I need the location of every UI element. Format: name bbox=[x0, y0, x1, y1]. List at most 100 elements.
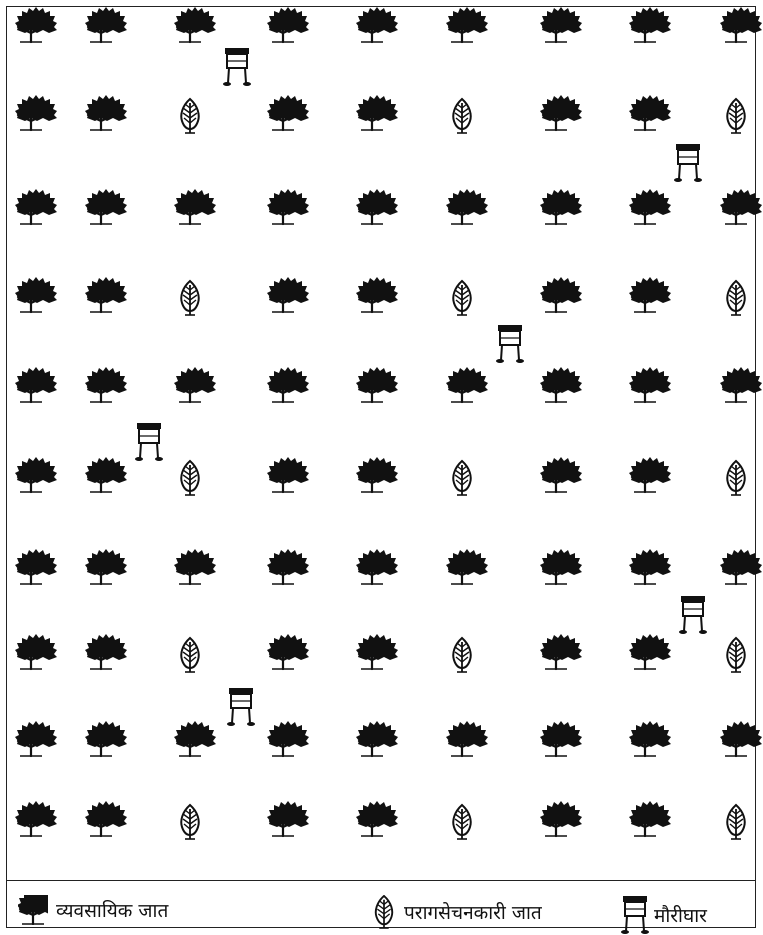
pollinator-tree bbox=[727, 281, 744, 315]
legend-commercial-label: व्यवसायिक जात bbox=[56, 897, 168, 923]
beehive bbox=[674, 144, 702, 182]
commercial-tree bbox=[540, 457, 582, 492]
pollinator-tree bbox=[727, 461, 744, 495]
legend-beehive-label: मौरीघार bbox=[654, 902, 707, 928]
commercial-tree bbox=[174, 367, 216, 402]
commercial-tree bbox=[356, 367, 398, 402]
commercial-tree bbox=[15, 457, 57, 492]
legend: व्यवसायिक जात परागसेचनकारी जात मौरीघार bbox=[0, 885, 763, 933]
pollinator-tree bbox=[453, 638, 470, 672]
commercial-tree bbox=[356, 721, 398, 756]
commercial-tree bbox=[85, 7, 127, 42]
legend-pollinator-variety: परागसेचनकारी जात bbox=[372, 895, 542, 929]
commercial-tree bbox=[267, 457, 309, 492]
beehive bbox=[679, 596, 707, 634]
beehive bbox=[227, 688, 255, 726]
leaf-tree-icon bbox=[372, 895, 396, 929]
beehive-box-icon bbox=[620, 895, 650, 935]
commercial-tree bbox=[356, 277, 398, 312]
commercial-tree bbox=[540, 95, 582, 130]
pollinator-tree bbox=[453, 281, 470, 315]
commercial-tree bbox=[446, 721, 488, 756]
commercial-tree bbox=[629, 634, 671, 669]
commercial-tree bbox=[540, 549, 582, 584]
pollinator-tree bbox=[453, 805, 470, 839]
commercial-tree bbox=[15, 7, 57, 42]
commercial-tree bbox=[446, 189, 488, 224]
commercial-tree bbox=[629, 95, 671, 130]
commercial-tree bbox=[356, 7, 398, 42]
commercial-tree bbox=[629, 367, 671, 402]
commercial-tree bbox=[267, 7, 309, 42]
commercial-tree bbox=[356, 95, 398, 130]
commercial-tree bbox=[267, 634, 309, 669]
commercial-tree bbox=[85, 801, 127, 836]
commercial-tree bbox=[446, 7, 488, 42]
commercial-tree bbox=[540, 7, 582, 42]
commercial-tree bbox=[85, 277, 127, 312]
commercial-tree bbox=[267, 721, 309, 756]
commercial-tree bbox=[267, 277, 309, 312]
commercial-tree bbox=[720, 189, 762, 224]
commercial-tree bbox=[15, 95, 57, 130]
commercial-tree bbox=[15, 189, 57, 224]
beehive bbox=[135, 423, 163, 461]
commercial-tree bbox=[540, 721, 582, 756]
commercial-tree bbox=[267, 801, 309, 836]
commercial-tree bbox=[629, 189, 671, 224]
pollinator-tree bbox=[453, 461, 470, 495]
pollinator-tree bbox=[181, 281, 198, 315]
commercial-tree bbox=[629, 277, 671, 312]
beehive bbox=[223, 48, 251, 86]
commercial-tree bbox=[174, 189, 216, 224]
commercial-tree bbox=[85, 189, 127, 224]
commercial-tree bbox=[15, 549, 57, 584]
pollinator-tree bbox=[181, 638, 198, 672]
commercial-tree bbox=[356, 634, 398, 669]
legend-divider bbox=[6, 880, 756, 881]
commercial-tree bbox=[267, 95, 309, 130]
commercial-tree bbox=[540, 277, 582, 312]
commercial-tree bbox=[629, 721, 671, 756]
commercial-tree bbox=[629, 7, 671, 42]
commercial-tree bbox=[629, 457, 671, 492]
commercial-tree bbox=[629, 549, 671, 584]
commercial-tree bbox=[720, 549, 762, 584]
commercial-tree bbox=[85, 367, 127, 402]
commercial-tree bbox=[15, 634, 57, 669]
beehive bbox=[496, 325, 524, 363]
commercial-tree bbox=[720, 7, 762, 42]
commercial-tree bbox=[540, 367, 582, 402]
commercial-tree bbox=[720, 367, 762, 402]
commercial-tree bbox=[540, 634, 582, 669]
pollinator-tree bbox=[181, 461, 198, 495]
commercial-tree bbox=[174, 7, 216, 42]
pollinator-tree bbox=[727, 805, 744, 839]
legend-beehive: मौरीघार bbox=[620, 895, 707, 935]
pollinator-tree bbox=[181, 805, 198, 839]
commercial-tree bbox=[356, 189, 398, 224]
pollinator-tree bbox=[181, 99, 198, 133]
commercial-tree bbox=[85, 634, 127, 669]
commercial-tree bbox=[267, 189, 309, 224]
commercial-tree bbox=[629, 801, 671, 836]
legend-pollinator-label: परागसेचनकारी जात bbox=[404, 899, 542, 925]
commercial-tree bbox=[267, 367, 309, 402]
commercial-tree bbox=[85, 457, 127, 492]
pollinator-tree bbox=[727, 638, 744, 672]
commercial-tree bbox=[15, 367, 57, 402]
legend-commercial-variety: व्यवसायिक जात bbox=[18, 895, 168, 925]
commercial-tree bbox=[85, 95, 127, 130]
commercial-tree bbox=[15, 277, 57, 312]
commercial-tree bbox=[267, 549, 309, 584]
commercial-tree bbox=[15, 801, 57, 836]
commercial-tree bbox=[356, 549, 398, 584]
commercial-tree bbox=[174, 549, 216, 584]
commercial-tree bbox=[85, 549, 127, 584]
commercial-tree bbox=[85, 721, 127, 756]
commercial-tree bbox=[15, 721, 57, 756]
commercial-tree bbox=[446, 367, 488, 402]
commercial-tree bbox=[446, 549, 488, 584]
commercial-tree bbox=[540, 801, 582, 836]
commercial-tree bbox=[174, 721, 216, 756]
